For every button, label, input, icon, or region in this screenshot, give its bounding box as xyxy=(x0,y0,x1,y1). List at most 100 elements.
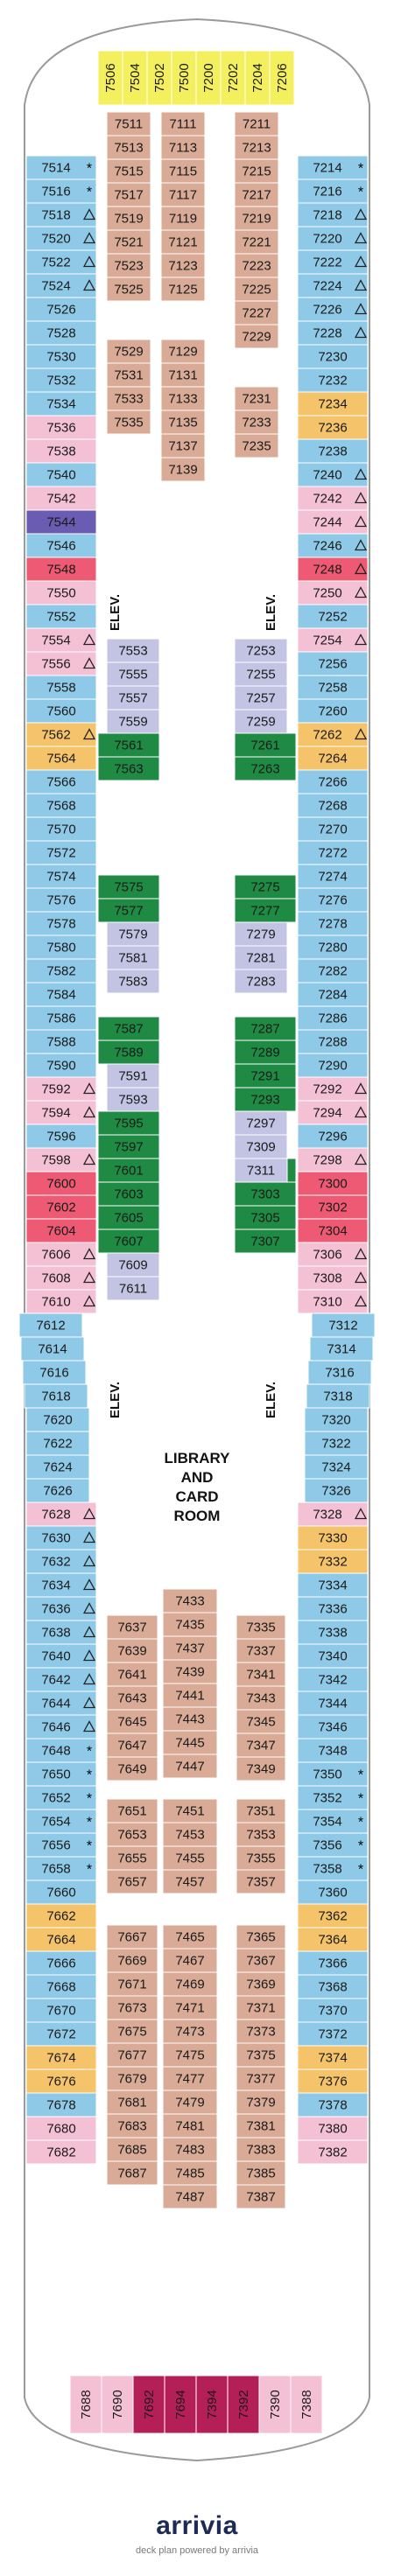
cabin-7379[interactable]: 7379 xyxy=(236,2090,286,2115)
cabin-7215[interactable]: 7215 xyxy=(234,158,279,184)
cabin-7257[interactable]: 7257 xyxy=(234,685,288,710)
cabin-7221[interactable]: 7221 xyxy=(234,229,279,255)
cabin-7487[interactable]: 7487 xyxy=(162,2184,218,2209)
cabin-7392[interactable]: 7392 xyxy=(227,2375,260,2434)
cabin-7680[interactable]: 7680 xyxy=(25,2116,97,2141)
cabin-7673[interactable]: 7673 xyxy=(106,1995,158,2020)
cabin-7542[interactable]: 7542 xyxy=(25,486,97,511)
cabin-7517[interactable]: 7517 xyxy=(106,182,151,207)
cabin-7218[interactable]: 7218 xyxy=(297,202,369,228)
cabin-7614[interactable]: 7614 xyxy=(20,1336,85,1362)
cabin-7564[interactable]: 7564 xyxy=(25,746,97,771)
cabin-7303[interactable]: 7303 xyxy=(234,1181,297,1207)
cabin-7650[interactable]: 7650* xyxy=(25,1761,97,1787)
cabin-7572[interactable]: 7572 xyxy=(25,840,97,865)
cabin-7610[interactable]: 7610 xyxy=(25,1289,97,1314)
cabin-7231[interactable]: 7231 xyxy=(234,386,279,411)
cabin-7584[interactable]: 7584 xyxy=(25,982,97,1007)
cabin-7320[interactable]: 7320 xyxy=(304,1407,369,1432)
cabin-7554[interactable]: 7554 xyxy=(25,627,97,653)
cabin-7318[interactable]: 7318 xyxy=(306,1383,370,1409)
cabin-7609[interactable]: 7609 xyxy=(106,1252,160,1278)
cabin-7350[interactable]: 7350* xyxy=(297,1761,369,1787)
cabin-7294[interactable]: 7294 xyxy=(297,1100,369,1125)
cabin-7288[interactable]: 7288 xyxy=(297,1029,369,1054)
cabin-7579[interactable]: 7579 xyxy=(106,921,160,947)
cabin-7200[interactable]: 7200 xyxy=(195,50,222,106)
cabin-7611[interactable]: 7611 xyxy=(106,1276,160,1301)
cabin-7688[interactable]: 7688 xyxy=(69,2375,102,2434)
cabin-7616[interactable]: 7616 xyxy=(22,1360,87,1385)
cabin-7377[interactable]: 7377 xyxy=(236,2066,286,2091)
cabin-7374[interactable]: 7374 xyxy=(297,2045,369,2070)
cabin-7677[interactable]: 7677 xyxy=(106,2042,158,2068)
cabin-7540[interactable]: 7540 xyxy=(25,462,97,487)
cabin-7580[interactable]: 7580 xyxy=(25,934,97,960)
cabin-7586[interactable]: 7586 xyxy=(25,1005,97,1031)
cabin-7348[interactable]: 7348 xyxy=(297,1738,369,1763)
cabin-7306[interactable]: 7306 xyxy=(297,1242,369,1267)
cabin-7135[interactable]: 7135 xyxy=(160,410,206,435)
cabin-7561[interactable]: 7561 xyxy=(97,732,160,758)
cabin-7568[interactable]: 7568 xyxy=(25,793,97,818)
cabin-7598[interactable]: 7598 xyxy=(25,1147,97,1172)
cabin-7373[interactable]: 7373 xyxy=(236,2019,286,2044)
cabin-7121[interactable]: 7121 xyxy=(160,229,206,255)
cabin-7455[interactable]: 7455 xyxy=(162,1845,218,1871)
cabin-7664[interactable]: 7664 xyxy=(25,1927,97,1952)
cabin-7238[interactable]: 7238 xyxy=(297,438,369,464)
cabin-7346[interactable]: 7346 xyxy=(297,1714,369,1740)
cabin-7562[interactable]: 7562 xyxy=(25,722,97,747)
cabin-7375[interactable]: 7375 xyxy=(236,2042,286,2068)
cabin-7248[interactable]: 7248 xyxy=(297,556,369,582)
cabin-7258[interactable]: 7258 xyxy=(297,675,369,700)
cabin-7250[interactable]: 7250 xyxy=(297,580,369,606)
cabin-7335[interactable]: 7335 xyxy=(236,1614,286,1640)
cabin-7439[interactable]: 7439 xyxy=(162,1659,218,1684)
cabin-7483[interactable]: 7483 xyxy=(162,2137,218,2162)
cabin-7311[interactable]: 7311 xyxy=(234,1158,288,1183)
cabin-7566[interactable]: 7566 xyxy=(25,769,97,794)
cabin-7368[interactable]: 7368 xyxy=(297,1974,369,1999)
cabin-7334[interactable]: 7334 xyxy=(297,1572,369,1598)
cabin-7519[interactable]: 7519 xyxy=(106,206,151,231)
cabin-7240[interactable]: 7240 xyxy=(297,462,369,487)
cabin-7204[interactable]: 7204 xyxy=(244,50,271,106)
cabin-7552[interactable]: 7552 xyxy=(25,604,97,629)
cabin-7515[interactable]: 7515 xyxy=(106,158,151,184)
cabin-7595[interactable]: 7595 xyxy=(97,1110,160,1136)
cabin-7255[interactable]: 7255 xyxy=(234,662,288,687)
cabin-7340[interactable]: 7340 xyxy=(297,1643,369,1669)
cabin-7658[interactable]: 7658* xyxy=(25,1856,97,1881)
cabin-7443[interactable]: 7443 xyxy=(162,1706,218,1732)
cabin-7300[interactable]: 7300 xyxy=(297,1171,369,1196)
cabin-7555[interactable]: 7555 xyxy=(106,662,160,687)
cabin-7296[interactable]: 7296 xyxy=(297,1124,369,1149)
cabin-7582[interactable]: 7582 xyxy=(25,958,97,984)
cabin-7227[interactable]: 7227 xyxy=(234,300,279,326)
cabin-7347[interactable]: 7347 xyxy=(236,1732,286,1758)
cabin-7640[interactable]: 7640 xyxy=(25,1643,97,1669)
cabin-7274[interactable]: 7274 xyxy=(297,864,369,889)
cabin-7236[interactable]: 7236 xyxy=(297,415,369,440)
cabin-7330[interactable]: 7330 xyxy=(297,1525,369,1550)
cabin-7371[interactable]: 7371 xyxy=(236,1995,286,2020)
cabin-7657[interactable]: 7657 xyxy=(106,1869,158,1894)
cabin-7362[interactable]: 7362 xyxy=(297,1903,369,1928)
cabin-7234[interactable]: 7234 xyxy=(297,391,369,416)
cabin-7679[interactable]: 7679 xyxy=(106,2066,158,2091)
cabin-7326[interactable]: 7326 xyxy=(304,1478,369,1503)
cabin-7477[interactable]: 7477 xyxy=(162,2066,218,2091)
cabin-7465[interactable]: 7465 xyxy=(162,1924,218,1950)
cabin-7119[interactable]: 7119 xyxy=(160,206,206,231)
cabin-7560[interactable]: 7560 xyxy=(25,698,97,724)
cabin-7433[interactable]: 7433 xyxy=(162,1588,218,1614)
cabin-7534[interactable]: 7534 xyxy=(25,391,97,416)
cabin-7447[interactable]: 7447 xyxy=(162,1754,218,1779)
cabin-7131[interactable]: 7131 xyxy=(160,362,206,388)
cabin-7226[interactable]: 7226 xyxy=(297,297,369,322)
cabin-7685[interactable]: 7685 xyxy=(106,2137,158,2162)
cabin-7378[interactable]: 7378 xyxy=(297,2092,369,2118)
cabin-7367[interactable]: 7367 xyxy=(236,1948,286,1973)
cabin-7622[interactable]: 7622 xyxy=(25,1431,90,1456)
